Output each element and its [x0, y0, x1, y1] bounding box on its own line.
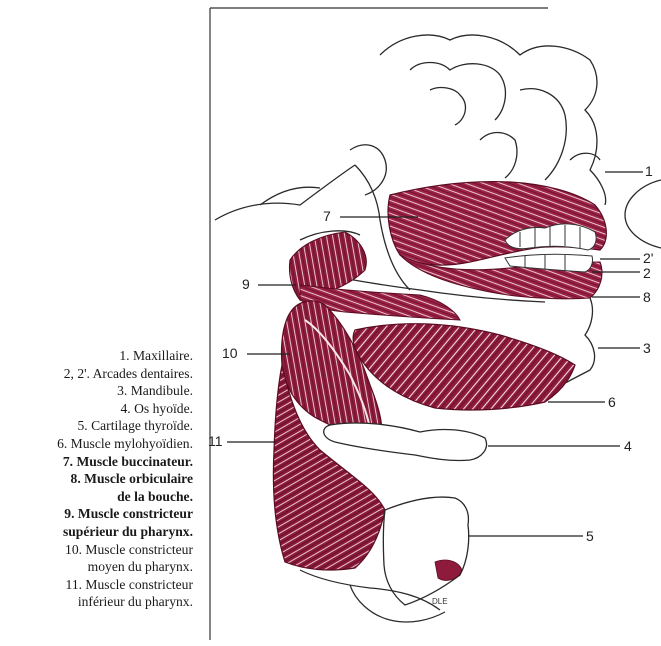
callout-2: 2: [643, 266, 651, 280]
buccinator-muscle: [388, 182, 606, 266]
callout-3: 3: [643, 341, 651, 355]
frame-lines: [210, 8, 548, 640]
mylohyoid-muscle: [353, 324, 575, 410]
callout-5: 5: [586, 529, 594, 543]
callout-4: 4: [624, 439, 632, 453]
callout-1: 1: [645, 164, 653, 178]
callout-10: 10: [222, 346, 238, 360]
callout-9: 9: [242, 277, 250, 291]
callout-11: 11: [208, 434, 223, 448]
hyoid-bone: [324, 423, 487, 461]
artist-signature: DLE: [432, 597, 448, 606]
teeth: [505, 224, 596, 272]
callout-2-prime: 2': [643, 251, 653, 265]
callout-7: 7: [323, 209, 331, 223]
thyroid-cartilage: [383, 497, 468, 605]
callout-6: 6: [608, 395, 616, 409]
callout-8: 8: [643, 290, 651, 304]
